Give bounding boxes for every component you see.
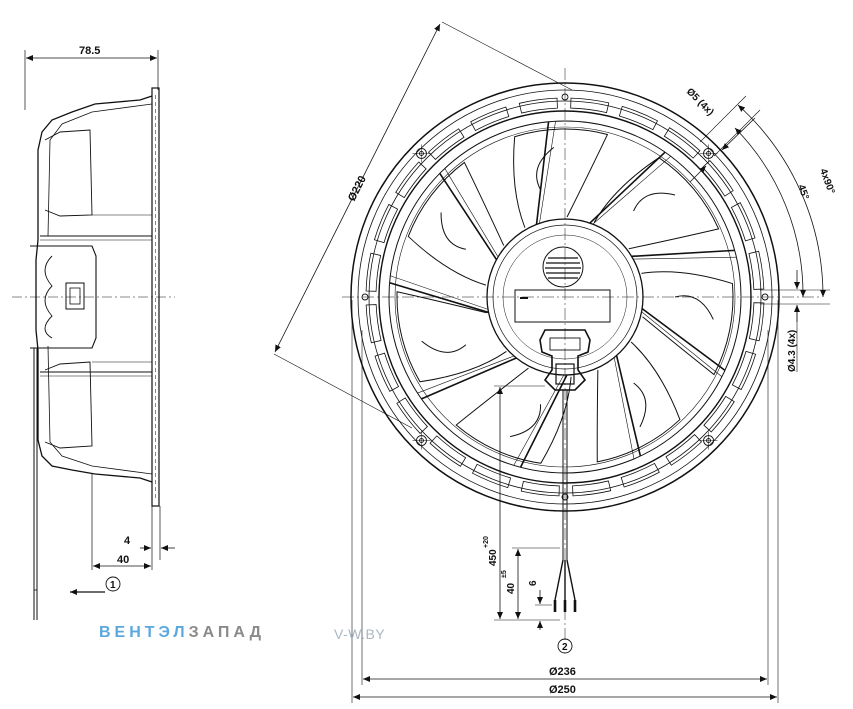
side-flange-label: 4 (124, 535, 131, 547)
watermark-site: V-W.BY (334, 626, 386, 642)
front-strip-tol: ±5 (501, 570, 508, 578)
front-cable-length-label: 450 (488, 549, 499, 566)
front-dia-236-label: Ø236 (549, 666, 576, 678)
front-view (273, 21, 830, 703)
callout-1: 1 (110, 580, 116, 591)
front-diagonal-label: Ø220 (346, 174, 369, 203)
brand-part-1: ВЕНТЭЛ (99, 624, 189, 641)
side-view (12, 50, 175, 620)
side-offset-label: 40 (117, 554, 129, 566)
watermark-brand: ВЕНТЭЛЗАПАД (99, 624, 265, 642)
front-wire-end-label: 6 (528, 580, 539, 586)
front-dia-250-label: Ø250 (549, 684, 576, 696)
front-hole-right-label: Ø4.3 (4x) (787, 330, 798, 372)
front-angle-4x90-label: 4x90° (817, 167, 836, 195)
callout-2: 2 (562, 642, 568, 653)
front-strip-label: 40 (506, 582, 517, 594)
side-depth-label: 78.5 (79, 45, 100, 57)
brand-part-2: ЗАПАД (188, 624, 265, 641)
front-angle-45-label: 45° (795, 183, 811, 201)
front-cable-length-tol: +20 (483, 536, 490, 548)
front-hole-top-label: Ø5 (4x) (684, 86, 716, 118)
